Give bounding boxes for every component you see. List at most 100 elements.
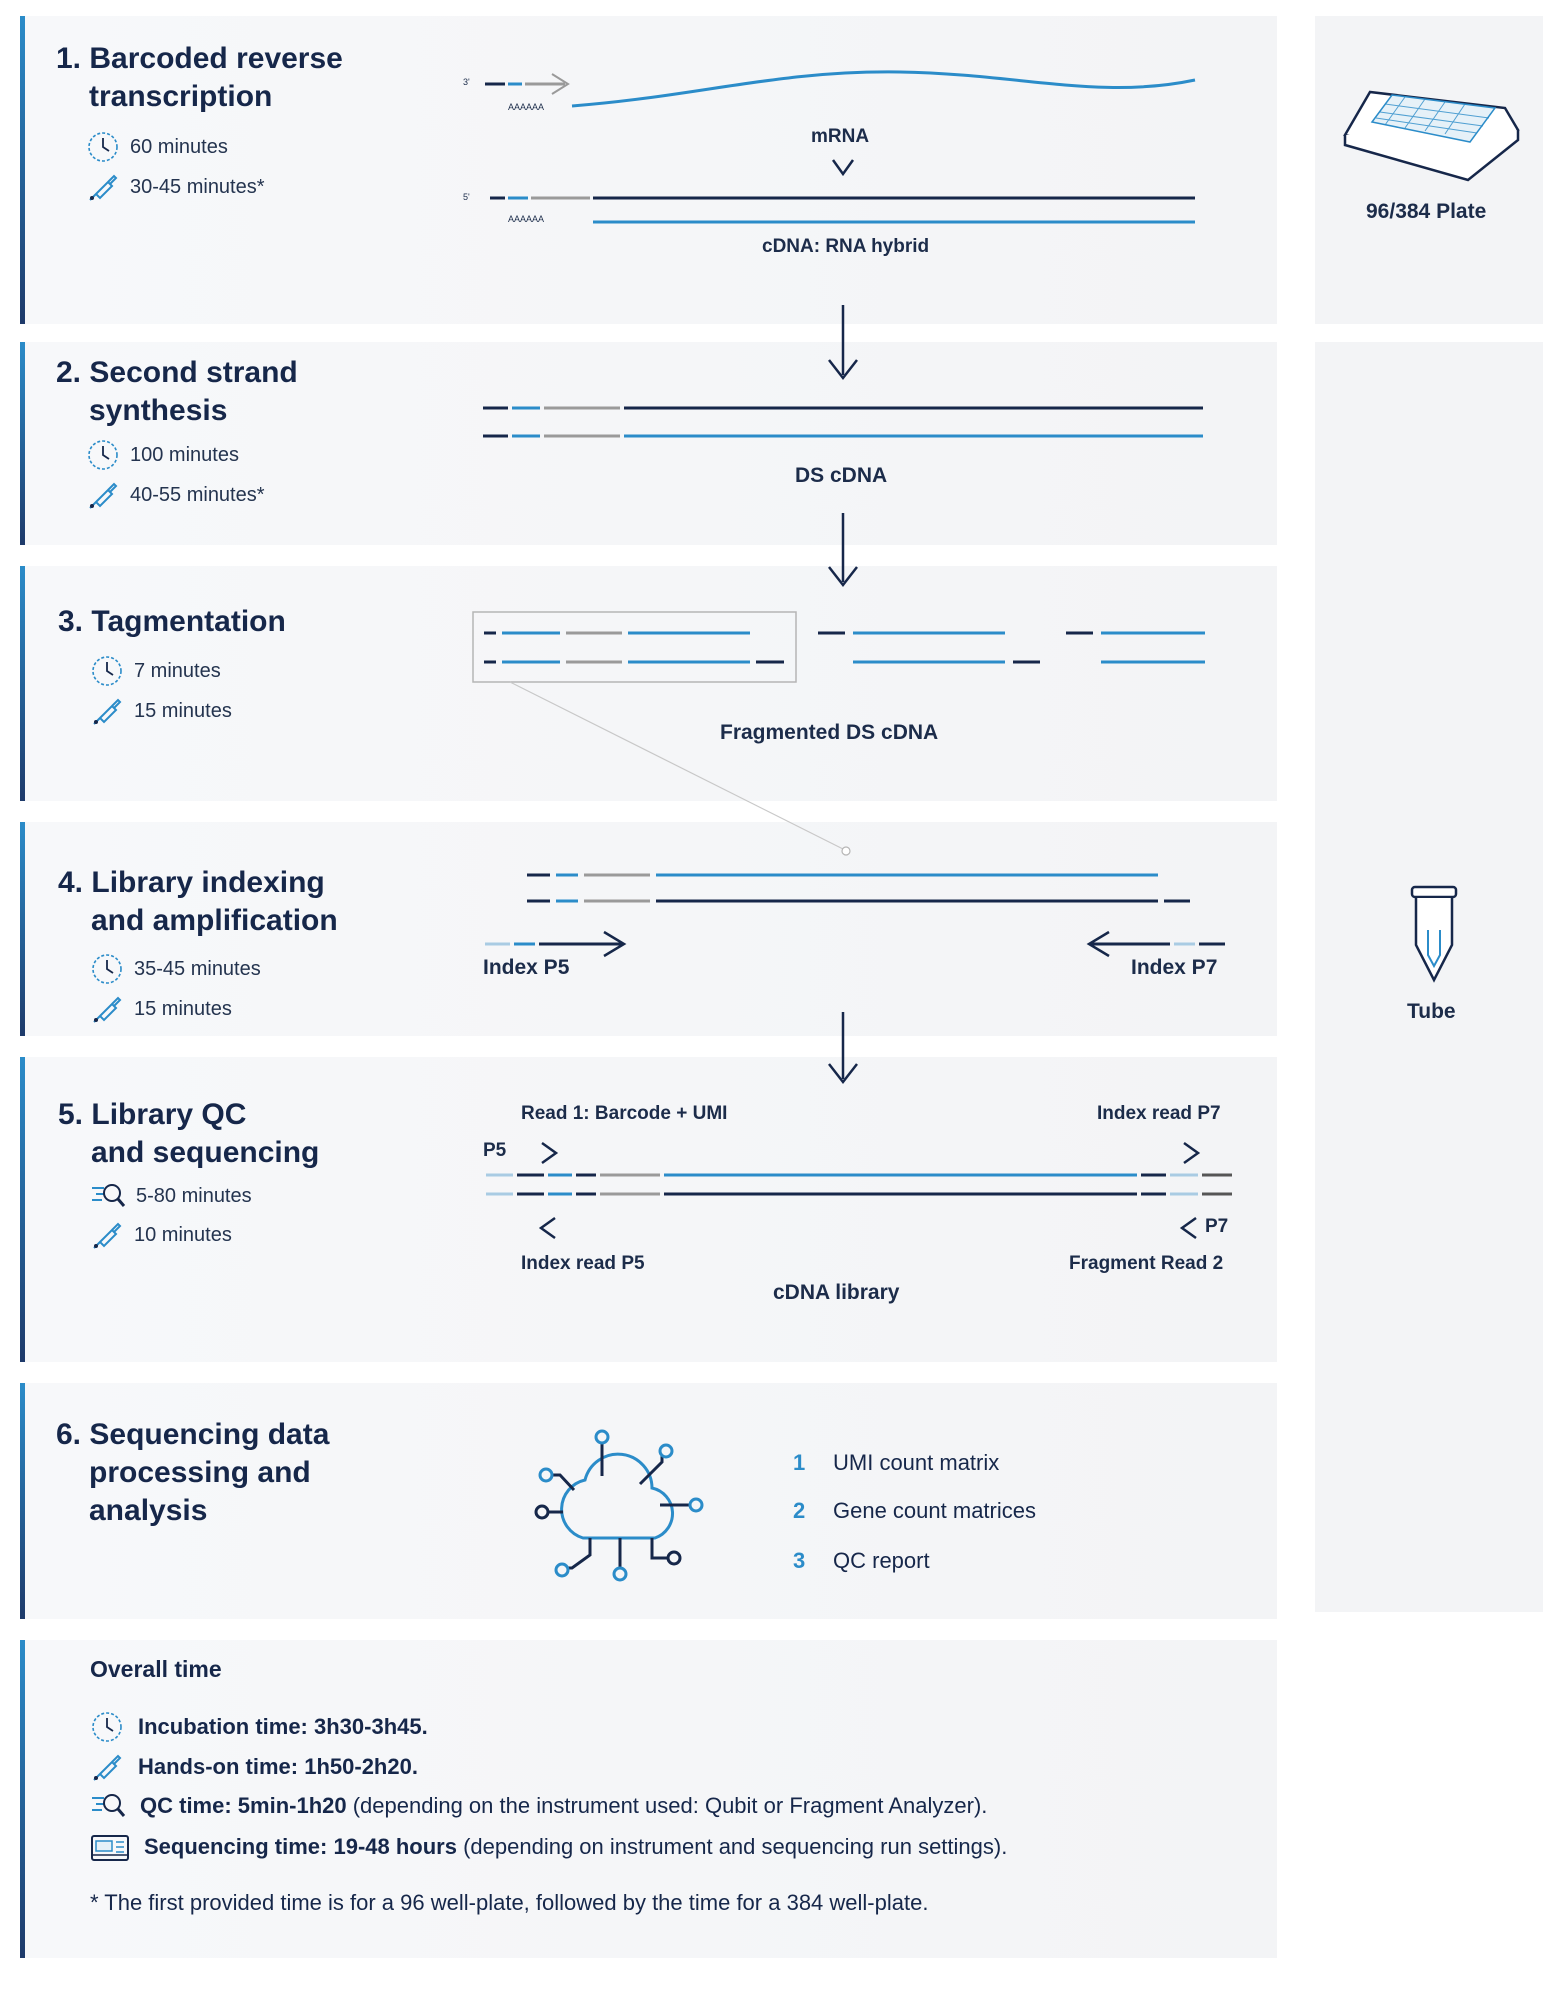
mrna-label: mRNA: [811, 126, 870, 147]
step-2-title-line-1: Second strand: [89, 356, 298, 389]
overall-incubation: Incubation time: 3h30-3h45.: [90, 1710, 428, 1744]
step-5-incubation-text: 5-80 minutes: [136, 1184, 252, 1207]
step-2-diagram: [483, 406, 1203, 438]
step-1-incubation-text: 60 minutes: [130, 135, 228, 158]
footnote: * The first provided time is for a 96 we…: [90, 1890, 929, 1915]
step-1-diagram: [485, 70, 1196, 224]
step-5-panel: [20, 1057, 1277, 1362]
overall-incubation-text: Incubation time: 3h30-3h45.: [138, 1714, 428, 1739]
flow-arrow-1-2: [828, 305, 858, 381]
index-read-p7-label: Index read P7: [1097, 1103, 1221, 1124]
pipette-icon: [93, 996, 122, 1023]
step-4-title-line-1: Library indexing: [91, 866, 325, 899]
step-4-number: 4.: [58, 866, 84, 899]
step-1-incubation: 60 minutes: [86, 130, 228, 164]
mrna-strand: [571, 70, 1196, 108]
step-5-incubation: 5-80 minutes: [90, 1180, 252, 1212]
polya-bottom-label: AAAAAA: [508, 214, 545, 224]
step-1-hands-on: 30-45 minutes*: [86, 170, 265, 204]
step-2-panel: [20, 342, 1277, 545]
output-number: 1: [793, 1450, 806, 1475]
step-5-diagram: [486, 1141, 1232, 1240]
step-1-panel: [20, 16, 1277, 324]
step-5-title: 5. Library QC and sequencing: [58, 1096, 319, 1172]
index-p5-arrow: [485, 930, 627, 958]
sequencer-icon: [91, 1835, 129, 1861]
step-6-title-line-1: Sequencing data: [89, 1418, 330, 1451]
tube-label: Tube: [1407, 1000, 1456, 1023]
flow-arrow-4-5: [828, 1012, 858, 1085]
five-prime-label: 5': [463, 192, 470, 202]
output-text: QC report: [833, 1548, 930, 1573]
zoom-connector: [509, 681, 846, 851]
p5-label: P5: [483, 1140, 507, 1161]
overall-seq-bold: Sequencing time: 19-48 hours: [144, 1834, 457, 1859]
step-3-diagram: [472, 611, 1205, 856]
overall-qc: QC time: 5min-1h20 (depending on the ins…: [90, 1790, 987, 1822]
step-3-title: 3. Tagmentation: [58, 603, 286, 641]
pipette-icon: [89, 174, 118, 201]
step-3-number: 3.: [58, 605, 84, 638]
step-1-title-line-2: transcription: [89, 80, 273, 113]
step-3-panel: [20, 566, 1277, 801]
output-item-1: 1 UMI count matrix: [793, 1450, 999, 1476]
output-text: UMI count matrix: [833, 1450, 1000, 1475]
step-5-title-line-2: and sequencing: [91, 1136, 320, 1169]
index-read-p5-label: Index read P5: [521, 1253, 645, 1274]
step-5-hands-on-text: 10 minutes: [134, 1223, 232, 1246]
index-p7-label: Index P7: [1131, 956, 1218, 979]
plate-label: 96/384 Plate: [1366, 200, 1487, 223]
clock-icon: [88, 132, 118, 162]
zoom-box: [472, 611, 797, 683]
pipette-icon: [93, 1222, 122, 1249]
step-6-title-line-2: processing and: [89, 1456, 311, 1489]
step-1-hands-on-text: 30-45 minutes*: [130, 175, 265, 198]
step-3-title-line-1: Tagmentation: [91, 605, 286, 638]
pipette-icon: [93, 698, 122, 725]
step-5-hands-on: 10 minutes: [90, 1218, 232, 1252]
clock-icon: [92, 656, 122, 686]
overall-time-panel: [20, 1640, 1277, 1958]
fragment-read2-label: Fragment Read 2: [1069, 1253, 1224, 1274]
overall-qc-rest: (depending on the instrument used: Qubit…: [346, 1793, 988, 1818]
step-2-incubation: 100 minutes: [86, 438, 239, 472]
step-4-hands-on: 15 minutes: [90, 992, 232, 1026]
well-plate-icon: [1343, 90, 1520, 182]
mrna-chevron: [831, 159, 855, 177]
cloud-network-icon: [534, 1429, 704, 1582]
step-2-hands-on: 40-55 minutes*: [86, 478, 265, 512]
step-2-title: 2. Second strand synthesis: [56, 354, 298, 430]
overall-seq-rest: (depending on instrument and sequencing …: [456, 1834, 1008, 1859]
three-prime-label: 3': [463, 77, 470, 87]
step-5-title-line-1: Library QC: [91, 1098, 247, 1131]
clock-icon: [92, 954, 122, 984]
index-p7-arrow: [1086, 930, 1225, 958]
clock-icon: [88, 440, 118, 470]
tube-icon: [1410, 885, 1458, 983]
step-6-title: 6. Sequencing data processing and analys…: [56, 1416, 329, 1530]
step-2-title-line-2: synthesis: [89, 394, 228, 427]
output-item-2: 2 Gene count matrices: [793, 1498, 1036, 1524]
step-4-panel: [20, 822, 1277, 1036]
overall-time-title: Overall time: [90, 1656, 222, 1682]
step-6-title-line-3: analysis: [89, 1494, 208, 1527]
qc-icon: [92, 1184, 126, 1207]
step-3-hands-on-text: 15 minutes: [134, 699, 232, 722]
step-2-hands-on-text: 40-55 minutes*: [130, 483, 265, 506]
overall-hands-on: Hands-on time: 1h50-2h20.: [90, 1750, 418, 1784]
overall-sequencing: Sequencing time: 19-48 hours (depending …: [90, 1830, 1007, 1864]
index-p5-label: Index P5: [483, 956, 570, 979]
step-4-title: 4. Library indexing and amplification: [58, 864, 338, 940]
output-number: 2: [793, 1498, 806, 1523]
output-text: Gene count matrices: [833, 1498, 1036, 1523]
p7-label: P7: [1205, 1216, 1229, 1237]
step-3-incubation: 7 minutes: [90, 654, 221, 688]
tube-column: [1315, 342, 1543, 1612]
step-4-hands-on-text: 15 minutes: [134, 997, 232, 1020]
cdna-library-label: cDNA library: [773, 1281, 900, 1304]
step-5-number: 5.: [58, 1098, 84, 1131]
step-2-incubation-text: 100 minutes: [130, 443, 239, 466]
overall-hands-on-text: Hands-on time: 1h50-2h20.: [138, 1754, 418, 1779]
